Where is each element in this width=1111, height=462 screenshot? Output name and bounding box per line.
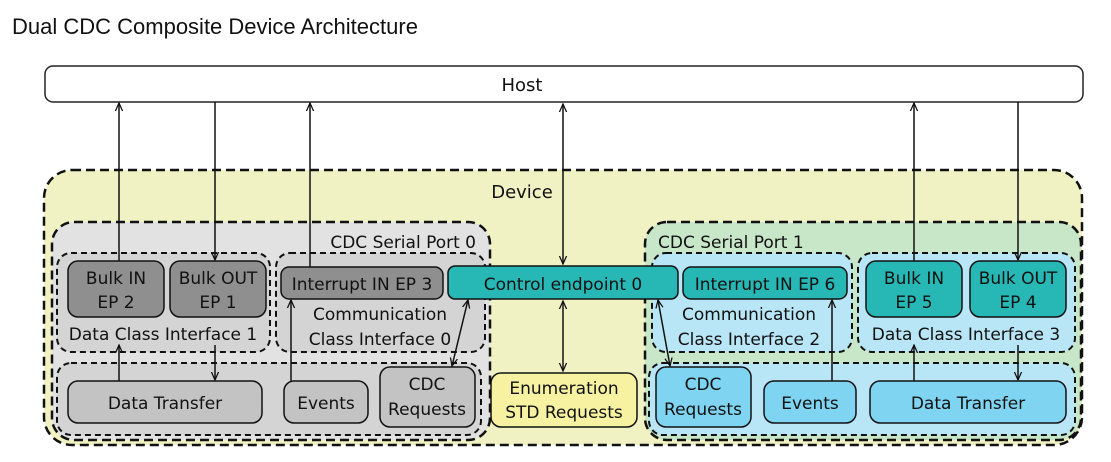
events-right-label: Events xyxy=(781,394,839,414)
data-transfer-right-box xyxy=(869,380,1067,424)
interrupt-in-ep6-box xyxy=(682,266,848,300)
bulk-out-ep1-line2: EP 1 xyxy=(199,293,236,313)
page-title: Dual CDC Composite Device Architecture xyxy=(12,14,418,39)
bulk-out-ep4-line1: Bulk OUT xyxy=(979,269,1058,289)
host-label: Host xyxy=(502,75,543,96)
arrow-control-to-cdc-requests-right xyxy=(658,300,670,366)
events-right-box xyxy=(763,380,857,424)
cdc-requests-left-line2: Requests xyxy=(388,400,466,420)
bulk-in-ep2-line2: EP 2 xyxy=(97,293,134,313)
bulk-out-ep1-box xyxy=(169,260,267,318)
port0-label: CDC Serial Port 0 xyxy=(330,233,476,253)
control-endpoint-0-box xyxy=(447,265,679,300)
arrow-control-to-cdc-requests-left xyxy=(452,300,468,366)
data-transfer-left-label: Data Transfer xyxy=(108,394,222,414)
bulk-out-ep4-box xyxy=(969,260,1067,318)
events-left-label: Events xyxy=(297,394,355,414)
enumeration-line2: STD Requests xyxy=(505,403,623,423)
data-transfer-right-label: Data Transfer xyxy=(911,394,1025,414)
data-transfer-left-box xyxy=(67,380,263,424)
enumeration-box xyxy=(490,372,638,428)
cdc-requests-right-box xyxy=(655,366,752,428)
cdc-requests-right-line2: Requests xyxy=(664,400,742,420)
comm-class-interface-2-line2: Class Interface 2 xyxy=(678,330,820,350)
host-box xyxy=(44,65,1084,103)
comm-class-interface-2-line1: Communication xyxy=(682,305,816,325)
events-left-box xyxy=(283,380,369,424)
interrupt-in-ep6-label: Interrupt IN EP 6 xyxy=(695,275,836,295)
data-class-interface-1-label: Data Class Interface 1 xyxy=(69,325,257,345)
bulk-in-ep5-line2: EP 5 xyxy=(895,293,932,313)
bulk-out-ep1-line1: Bulk OUT xyxy=(179,269,258,289)
bulk-in-ep2-box xyxy=(67,260,165,318)
port1-label: CDC Serial Port 1 xyxy=(658,233,804,253)
device-label: Device xyxy=(491,182,553,203)
control-endpoint-0-label: Control endpoint 0 xyxy=(484,275,642,295)
interrupt-in-ep3-label: Interrupt IN EP 3 xyxy=(292,275,433,295)
data-class-interface-3-label: Data Class Interface 3 xyxy=(872,325,1060,345)
cdc-requests-right-line1: CDC xyxy=(685,375,722,395)
comm-class-interface-0-line1: Communication xyxy=(313,305,447,325)
bulk-in-ep2-line1: Bulk IN xyxy=(86,269,146,289)
interrupt-in-ep3-box xyxy=(280,266,444,300)
bulk-in-ep5-line1: Bulk IN xyxy=(884,269,944,289)
bulk-out-ep4-line2: EP 4 xyxy=(999,293,1036,313)
cdc-requests-left-box xyxy=(379,366,476,428)
comm-class-interface-0-line2: Class Interface 0 xyxy=(309,330,451,350)
cdc-requests-left-line1: CDC xyxy=(409,375,446,395)
enumeration-line1: Enumeration xyxy=(509,379,618,399)
